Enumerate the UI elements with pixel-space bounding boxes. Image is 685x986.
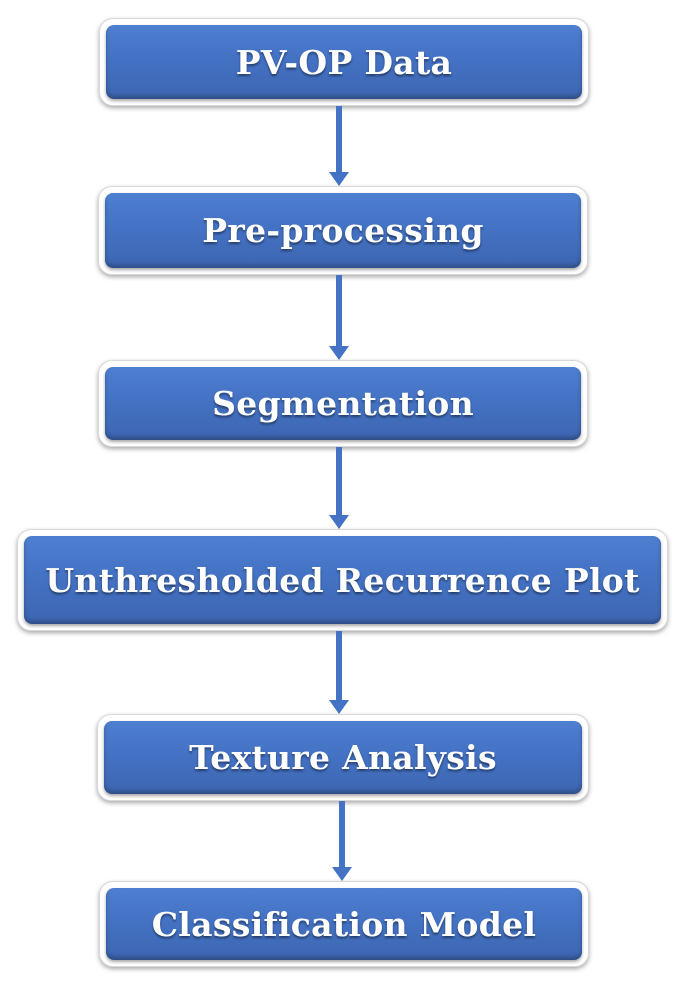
step-frame-unthresholded-recurrence-plot: Unthresholded Recurrence Plot xyxy=(17,529,668,631)
arrow-down-2 xyxy=(329,275,349,360)
step-box-unthresholded-recurrence-plot: Unthresholded Recurrence Plot xyxy=(24,536,661,624)
arrow-down-1 xyxy=(329,106,349,186)
step-label: Texture Analysis xyxy=(189,738,497,777)
step-label: Segmentation xyxy=(212,384,474,423)
arrow-down-4 xyxy=(329,631,349,714)
step-label: Unthresholded Recurrence Plot xyxy=(45,560,640,600)
step-frame-segmentation: Segmentation xyxy=(98,360,588,447)
step-box-pre-processing: Pre-processing xyxy=(105,193,581,268)
step-label: Pre-processing xyxy=(202,211,484,250)
step-box-texture-analysis: Texture Analysis xyxy=(104,721,582,794)
step-box-classification-model: Classification Model xyxy=(106,888,582,960)
step-label: Classification Model xyxy=(151,904,537,944)
step-box-pv-op-data: PV-OP Data xyxy=(106,25,582,99)
step-frame-classification-model: Classification Model xyxy=(99,881,589,967)
step-frame-pre-processing: Pre-processing xyxy=(98,186,588,275)
step-box-segmentation: Segmentation xyxy=(105,367,581,440)
step-frame-texture-analysis: Texture Analysis xyxy=(97,714,589,801)
step-label: PV-OP Data xyxy=(235,42,453,82)
arrow-down-5 xyxy=(332,801,352,881)
arrow-down-3 xyxy=(329,447,349,529)
step-frame-pv-op-data: PV-OP Data xyxy=(99,18,589,106)
